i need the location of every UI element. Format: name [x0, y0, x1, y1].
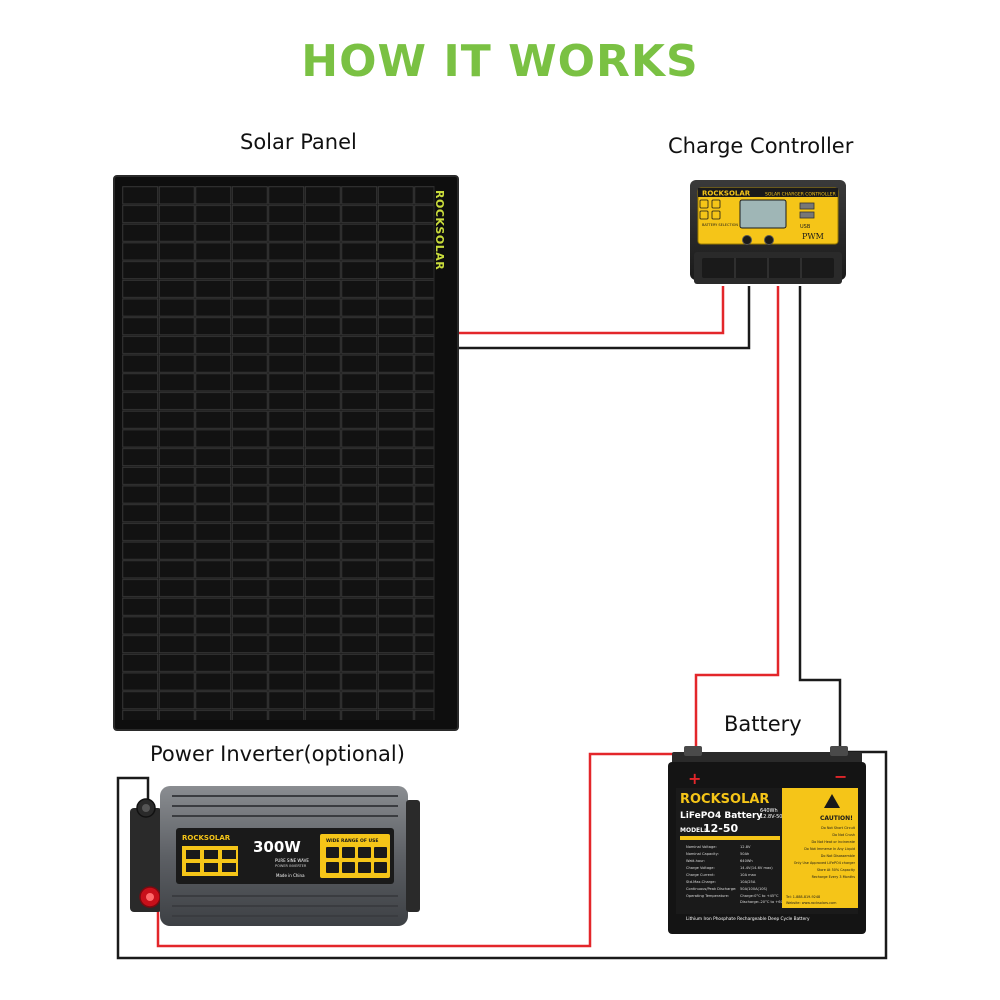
spec-label: Nominal Voltage: [686, 845, 717, 849]
battery-website: Website: www.rocksolars.com [786, 901, 837, 905]
battery: + − ROCKSOLAR LiFePO4 Battery 640Wh 12.8… [668, 746, 866, 934]
controller-brand: ROCKSOLAR [702, 190, 751, 198]
controller-button-left[interactable] [742, 235, 752, 245]
caution-item: Recharge Every 3 Months [812, 875, 856, 879]
spec-label: Charge Voltage: [686, 866, 715, 870]
caution-list: Do Not Short Circuit Do Not Crush Do Not… [794, 826, 856, 879]
caution-item: Do Not Heat or Incinerate [811, 840, 855, 844]
spec-value: Charge:0°C to +45°C [740, 894, 779, 898]
caution-item: Only Use Approved LiFePO4 charger [794, 861, 856, 865]
inverter-fins [172, 795, 398, 917]
power-inverter-label: Power Inverter(optional) [150, 742, 405, 766]
battery-positive-terminal [684, 746, 702, 756]
battery-rating: 12.8V-50Ah [760, 814, 789, 820]
charge-controller: ROCKSOLAR SOLAR CHARGER CONTROLLER USB P… [690, 180, 846, 284]
caution-item: Do Not Immerse In Any Liquid [804, 847, 855, 851]
charge-controller-label: Charge Controller [668, 134, 854, 158]
solar-panel-brand: ROCKSOLAR [433, 190, 446, 270]
controller-battery-selection: BATTERY SELECTION [702, 223, 738, 227]
caution-panel [782, 788, 858, 908]
inverter-negative-wire [116, 750, 888, 960]
inverter-power: 300W [253, 838, 301, 856]
spec-label: Operating Temperature: [686, 894, 729, 898]
caution-title: CAUTION! [820, 815, 853, 822]
battery-brand: ROCKSOLAR [680, 792, 769, 807]
battery-negative-terminal [830, 746, 848, 756]
solar-panel-label: Solar Panel [240, 130, 357, 154]
wires [116, 286, 888, 960]
usb-port-1 [799, 202, 815, 210]
caution-item: Do Not Crush [832, 833, 855, 837]
caution-item: Do Not Disassemble [821, 854, 855, 858]
battery-negative-wire [798, 286, 842, 752]
battery-product: LiFePO4 Battery [680, 811, 762, 821]
panel-positive-wire [456, 286, 725, 335]
panel-negative-wire [456, 286, 751, 350]
battery-positive-sign: + [688, 769, 701, 788]
battery-model-label: MODEL: [680, 827, 706, 834]
controller-header: SOLAR CHARGER CONTROLLER [765, 192, 836, 198]
page-title: HOW IT WORKS [301, 36, 699, 87]
battery-footer: Lithium Iron Phosphate Rechargeable Deep… [686, 916, 810, 922]
inverter-wave-sub: POWER INVERTER [275, 864, 307, 868]
spec-value: 640Wh [740, 859, 753, 863]
inverter-positive-wire [156, 752, 690, 948]
spec-value: 14.4V(14.6V max) [740, 866, 773, 870]
caution-item: Store At 50% Capacity [817, 868, 855, 872]
battery-label: Battery [724, 712, 802, 736]
controller-button-right[interactable] [764, 235, 774, 245]
spec-discharge: Discharge:-20°C to +60°C [740, 900, 788, 904]
inverter-made-in: Made in China [276, 873, 305, 878]
battery-capacity: 640Wh [760, 808, 778, 814]
inverter-brand: ROCKSOLAR [182, 834, 231, 842]
spec-value: 10A max [740, 873, 757, 877]
battery-specs: Nominal Voltage: Nominal Capacity: Watt-… [686, 845, 788, 904]
controller-lcd [739, 199, 787, 229]
power-inverter: ROCKSOLAR 300W PURE SINE WAVE POWER INVE… [130, 786, 420, 926]
solar-panel: ROCKSOLAR [113, 175, 459, 731]
controller-mode: PWM [802, 232, 824, 241]
spec-label: Continuous/Peak Discharge: [686, 887, 736, 891]
spec-label: Charge Current: [686, 873, 715, 877]
battery-negative-sign: − [834, 767, 847, 786]
controller-usb-label: USB [800, 224, 811, 230]
battery-model: 12-50 [703, 822, 739, 835]
battery-positive-wire [694, 286, 780, 752]
spec-value: 50Ah [740, 852, 749, 856]
spec-value: 10A/25A [740, 880, 756, 884]
warning-icon [824, 794, 840, 808]
usb-port-2 [799, 211, 815, 219]
caution-item: Do Not Short Circuit [821, 826, 856, 830]
spec-label: Std.Max.Charge: [686, 880, 716, 884]
spec-label: Watt-hour: [686, 859, 705, 863]
battery-contact: Tel: 1-888-819-9248 [785, 895, 820, 899]
spec-value: 12.8V [740, 845, 751, 849]
spec-label: Nominal Capacity: [686, 852, 719, 856]
spec-value: 50A/100A(10S) [740, 887, 768, 891]
inverter-wide-range: WIDE RANGE OF USE [326, 838, 379, 844]
inverter-wave: PURE SINE WAVE [275, 858, 309, 863]
